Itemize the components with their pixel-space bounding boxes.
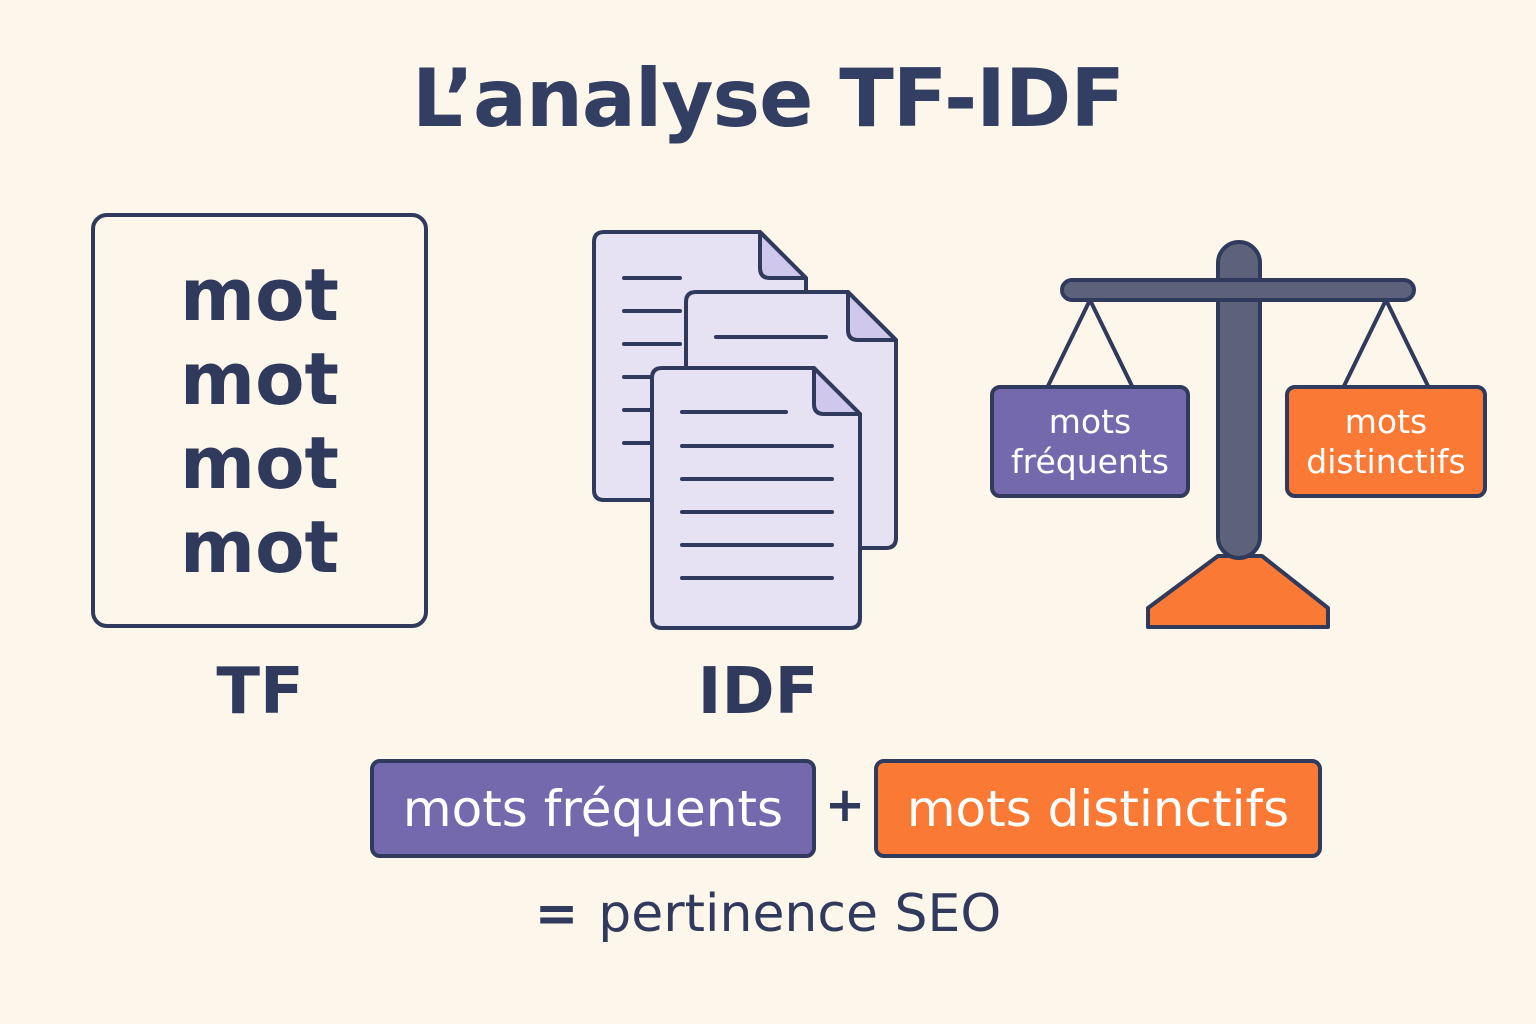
stacked-documents-icon (592, 230, 898, 630)
pan-text: mots (1048, 401, 1132, 441)
tf-word: mot (180, 336, 339, 421)
scale-icon (1046, 240, 1430, 629)
pan-text: mots (1344, 401, 1428, 441)
tf-word: mot (180, 420, 339, 505)
equals-sign: = (534, 884, 579, 944)
tf-word: mot (180, 252, 339, 337)
scale-beam (1060, 278, 1416, 302)
pan-text: fréquents (1011, 441, 1169, 481)
tf-label: TF (216, 655, 304, 729)
idf-label: IDF (697, 655, 819, 729)
formula-plus: + (824, 777, 866, 833)
formula-result: = pertinence SEO (0, 884, 1536, 944)
page-title: L’analyse TF-IDF (412, 52, 1125, 145)
scale-pillar (1216, 240, 1262, 560)
pan-text: distinctifs (1306, 441, 1466, 481)
formula-term-distinctive-words: mots distinctifs (874, 759, 1322, 858)
formula-term-frequent-words: mots fréquents (370, 759, 816, 858)
scale-pan-distinctive-words: mots distinctifs (1285, 385, 1487, 498)
document-icon (650, 366, 862, 630)
tf-document-box: mot mot mot mot (91, 213, 428, 628)
result-text: pertinence SEO (598, 884, 1002, 944)
scale-base (1146, 554, 1330, 629)
scale-pan-frequent-words: mots fréquents (990, 385, 1190, 498)
tf-word: mot (180, 504, 339, 589)
